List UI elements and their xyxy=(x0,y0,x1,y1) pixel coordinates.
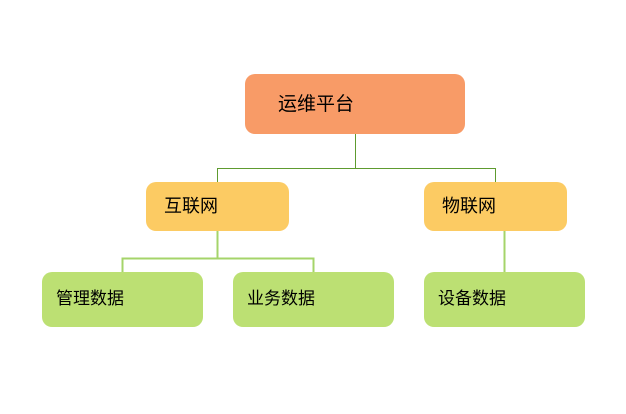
node-label: 物联网 xyxy=(442,195,496,217)
edge-root-to-iot xyxy=(355,167,497,182)
node-root-ops-platform[interactable]: 运维平台 xyxy=(245,74,465,134)
node-device-data[interactable]: 设备数据 xyxy=(424,272,585,327)
node-label: 业务数据 xyxy=(247,289,315,310)
edge-internet-to-business-data xyxy=(217,257,315,272)
node-label: 设备数据 xyxy=(438,289,506,310)
node-label: 管理数据 xyxy=(56,289,124,310)
node-manage-data[interactable]: 管理数据 xyxy=(42,272,203,327)
node-label: 互联网 xyxy=(164,195,218,217)
edge-internet-to-manage-data xyxy=(121,257,218,272)
node-business-data[interactable]: 业务数据 xyxy=(233,272,394,327)
edge-root-to-internet xyxy=(216,167,356,182)
node-label: 运维平台 xyxy=(278,92,355,115)
node-iot[interactable]: 物联网 xyxy=(424,182,567,231)
node-internet[interactable]: 互联网 xyxy=(146,182,289,231)
